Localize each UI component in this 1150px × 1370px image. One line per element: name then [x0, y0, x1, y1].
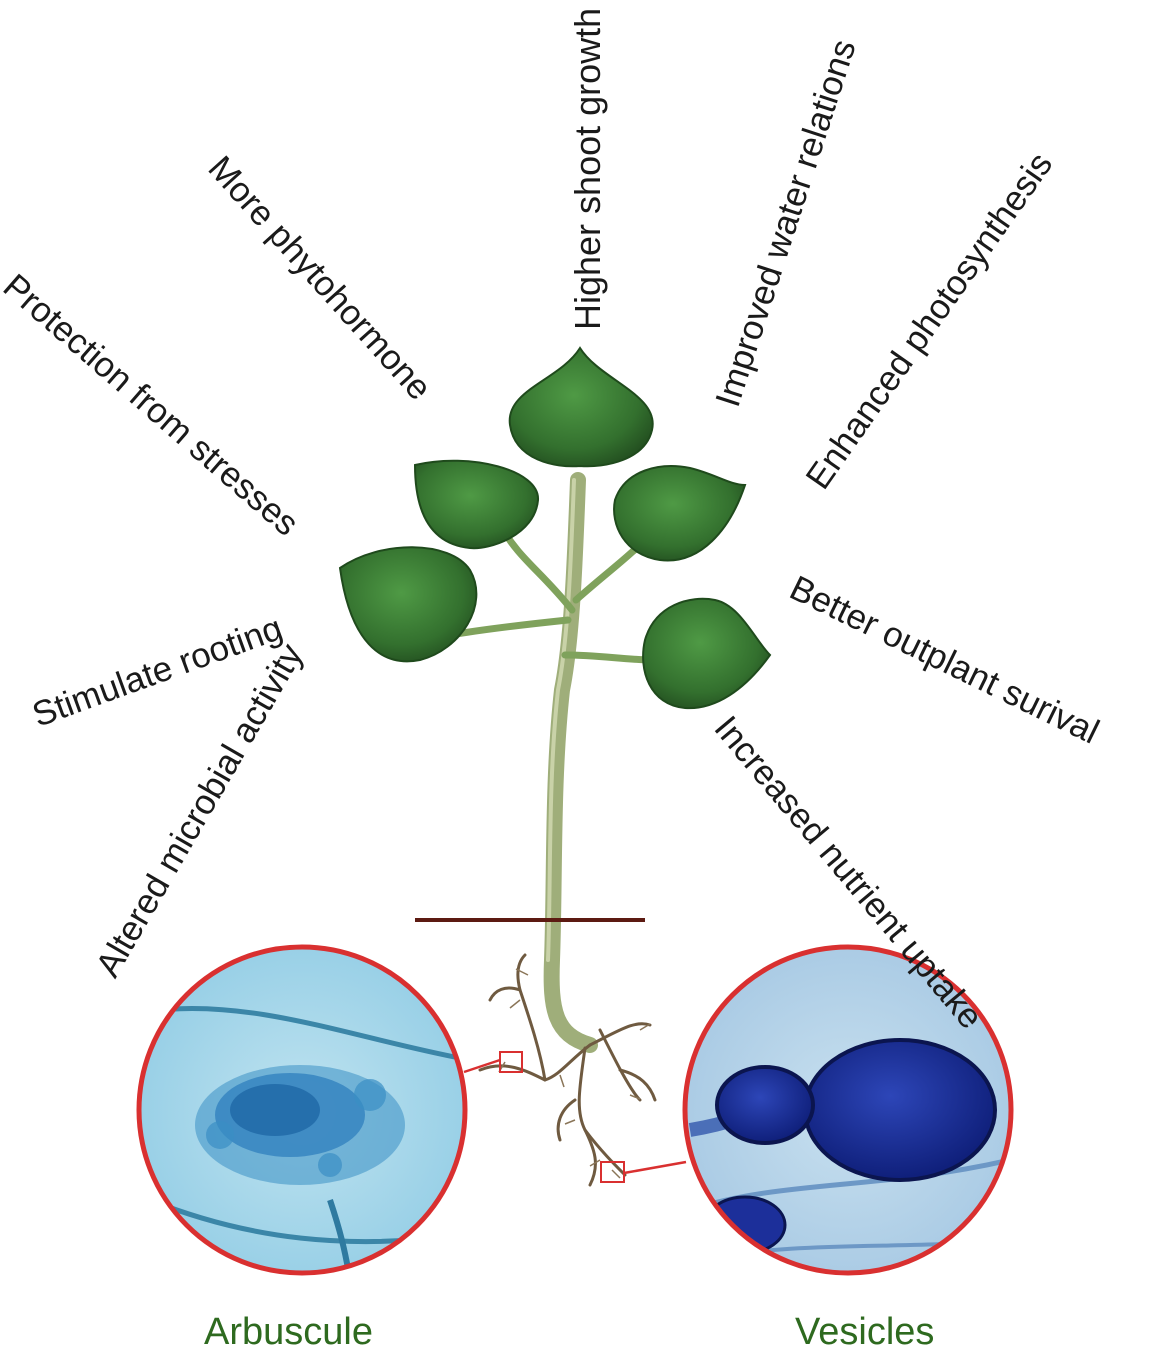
leaf-lower-left — [338, 546, 478, 663]
root-hairs — [498, 968, 651, 1179]
caption-vesicles: Vesicles — [795, 1311, 935, 1353]
arbuscule-connector — [463, 1058, 501, 1074]
roots — [478, 953, 657, 1187]
leaf-lower-right — [642, 597, 772, 710]
small-vesicle — [715, 1065, 815, 1145]
stem-highlight — [546, 478, 576, 962]
arbuscule-micrograph — [136, 944, 468, 1276]
leaf-upper-left — [413, 459, 540, 550]
leaf-top — [508, 346, 654, 468]
large-vesicle — [803, 1038, 997, 1182]
vesicles-connector — [623, 1160, 687, 1175]
caption-arbuscule: Arbuscule — [204, 1311, 373, 1353]
vesicles-micrograph — [682, 944, 1014, 1276]
leaf-upper-right — [613, 465, 747, 562]
leaves — [338, 346, 772, 710]
stem — [543, 472, 598, 1053]
arbuscule-sample-box — [499, 1051, 523, 1073]
label-higher-shoot-growth: Higher shoot growth — [567, 7, 608, 330]
